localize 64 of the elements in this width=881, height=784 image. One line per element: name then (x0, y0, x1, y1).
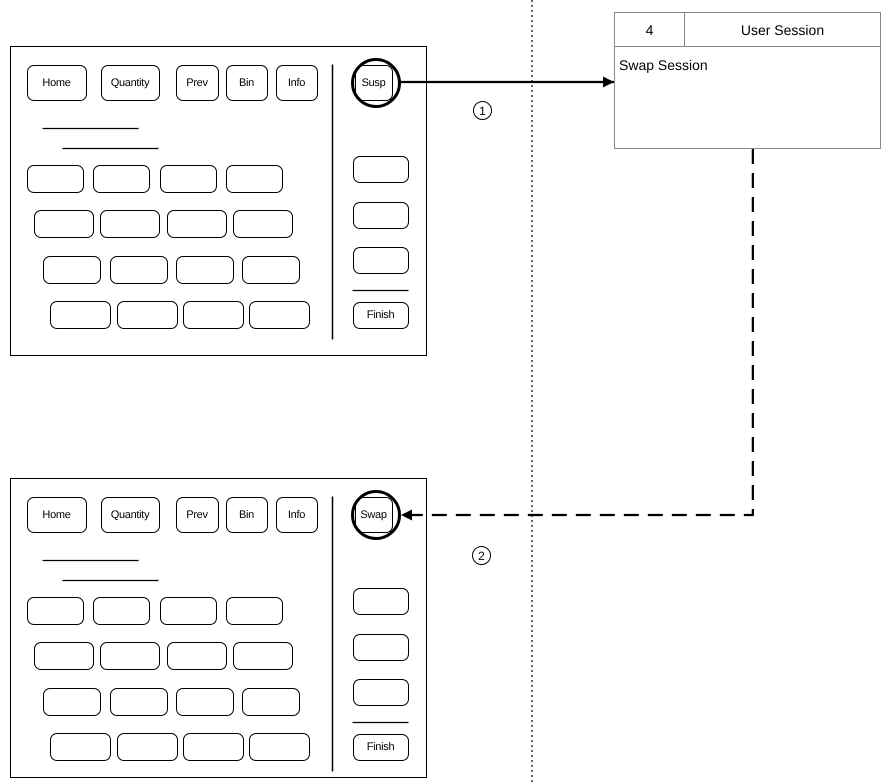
empty-button (26, 596, 84, 624)
empty-button (242, 688, 300, 716)
empty-button (182, 732, 244, 760)
empty-button (34, 642, 94, 670)
empty-button (166, 210, 226, 238)
empty-button (232, 210, 292, 238)
empty-button (352, 202, 408, 228)
empty-button (100, 210, 160, 238)
empty-button (116, 300, 178, 328)
empty-button (242, 256, 300, 284)
screen-button: Bin (226, 496, 268, 532)
screen-button: Quantity (100, 496, 160, 532)
empty-button (352, 246, 408, 274)
empty-button (42, 256, 100, 284)
screen-button: Finish (352, 302, 408, 328)
callout-number: 1 (473, 101, 492, 120)
screen-button: Home (26, 64, 86, 100)
highlight-circle (350, 58, 400, 108)
screen-button: Prev (176, 64, 218, 100)
screen-button: Finish (352, 734, 408, 760)
screen-panel (10, 478, 427, 778)
empty-button (160, 164, 216, 192)
empty-button (182, 300, 244, 328)
empty-button (92, 596, 150, 624)
empty-button (176, 688, 234, 716)
empty-button (248, 732, 310, 760)
empty-button (92, 164, 150, 192)
empty-button (100, 642, 160, 670)
empty-button (166, 642, 226, 670)
empty-button (116, 732, 178, 760)
empty-button (232, 642, 292, 670)
dashed-arrow (401, 149, 754, 520)
empty-button (110, 688, 168, 716)
session-description: Swap Session (619, 57, 708, 73)
empty-button (352, 588, 408, 614)
empty-button (352, 634, 408, 660)
highlight-circle (350, 490, 400, 540)
screen-button: Info (276, 64, 318, 100)
session-title: User Session (740, 22, 824, 38)
empty-button (50, 300, 110, 328)
empty-button (50, 732, 110, 760)
screen-button: Bin (226, 64, 268, 100)
screen-button: Swap (354, 496, 392, 532)
empty-button (248, 300, 310, 328)
session-number: 4 (646, 22, 654, 38)
screen-panel (10, 46, 427, 356)
empty-button (160, 596, 216, 624)
empty-button (352, 156, 408, 182)
callout-number: 2 (472, 546, 491, 565)
session-card (614, 12, 881, 149)
empty-button (26, 164, 84, 192)
empty-button (110, 256, 168, 284)
empty-button (176, 256, 234, 284)
arrow (401, 76, 614, 88)
empty-button (352, 678, 408, 706)
screen-button: Susp (354, 64, 392, 100)
empty-button (42, 688, 100, 716)
screen-button: Info (276, 496, 318, 532)
screen-button: Quantity (100, 64, 160, 100)
empty-button (34, 210, 94, 238)
screen-button: Home (26, 496, 86, 532)
empty-button (226, 164, 282, 192)
screen-button: Prev (176, 496, 218, 532)
empty-button (226, 596, 282, 624)
